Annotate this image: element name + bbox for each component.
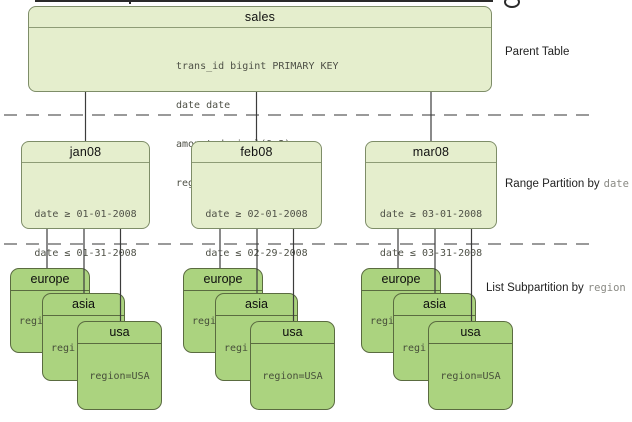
rule-upper-bound: date ≤ 01-31-2008 <box>34 248 137 259</box>
label-code-region: region <box>587 282 626 294</box>
card-body-text: regi <box>224 342 249 354</box>
card-body-text: regi <box>19 316 44 327</box>
card-title: asia <box>394 294 475 316</box>
card-body-text: region=USA <box>262 371 323 382</box>
rule-lower-bound: date ≥ 02-01-2008 <box>205 209 308 220</box>
label-text: Parent Table <box>505 46 570 58</box>
card-body-text: regi <box>370 316 395 327</box>
card-title: europe <box>362 269 440 291</box>
card-title: usa <box>429 322 512 344</box>
card-body-text: regi <box>192 316 217 327</box>
subpartition-card-usa: usa region=USA <box>77 321 162 410</box>
card-title: usa <box>78 322 161 344</box>
card-body-text: region=USA <box>89 371 150 382</box>
card-title: usa <box>251 322 334 344</box>
card-body-text: regi <box>402 342 427 354</box>
card-title: europe <box>11 269 89 291</box>
parent-table-label: Parent Table <box>505 46 569 59</box>
parent-table-title: sales <box>29 7 491 28</box>
partition-rules: date ≥ 01-01-2008 date ≤ 01-31-2008 <box>22 182 149 286</box>
partition-rules: date ≥ 02-01-2008 date ≤ 02-29-2008 <box>192 182 321 286</box>
tier-separator-bottom <box>4 243 590 245</box>
tier-separator-top <box>4 114 590 116</box>
rule-upper-bound: date ≤ 02-29-2008 <box>205 248 308 259</box>
cropped-heading-line-artifact <box>35 0 493 2</box>
card-body-text: regi <box>51 342 76 354</box>
label-text: Range Partition by <box>505 178 600 190</box>
partition-title: mar08 <box>366 142 496 163</box>
partition-box-mar08: mar08 date ≥ 03-01-2008 date ≤ 03-31-200… <box>365 141 497 259</box>
field-trans-id: trans_id bigint PRIMARY KEY <box>176 61 339 72</box>
cropped-heading-tick-artifact <box>129 0 131 4</box>
rule-lower-bound: date ≥ 01-01-2008 <box>34 209 137 220</box>
partition-title: feb08 <box>192 142 321 163</box>
card-title: asia <box>216 294 297 316</box>
partition-box-jan08: jan08 date ≥ 01-01-2008 date ≤ 01-31-200… <box>21 141 150 259</box>
card-body-text: region=USA <box>440 371 501 382</box>
rule-upper-bound: date ≤ 03-31-2008 <box>379 248 483 259</box>
partition-box-feb08: feb08 date ≥ 02-01-2008 date ≤ 02-29-200… <box>191 141 322 259</box>
subpartition-card-usa: usa region=USA <box>250 321 335 410</box>
cropped-letter-descender-artifact <box>504 0 520 8</box>
partition-title: jan08 <box>22 142 149 163</box>
partition-rules: date ≥ 03-01-2008 date ≤ 03-31-2008 <box>366 182 496 286</box>
card-title: europe <box>184 269 262 291</box>
field-date: date date <box>176 100 231 111</box>
parent-table-box: sales trans_id bigint PRIMARY KEY date d… <box>28 6 492 189</box>
label-text: List Subpartition by <box>486 282 584 294</box>
rule-lower-bound: date ≥ 03-01-2008 <box>379 209 483 220</box>
subpartition-card-usa: usa region=USA <box>428 321 513 410</box>
card-title: asia <box>43 294 124 316</box>
label-code-date: date <box>603 178 629 190</box>
